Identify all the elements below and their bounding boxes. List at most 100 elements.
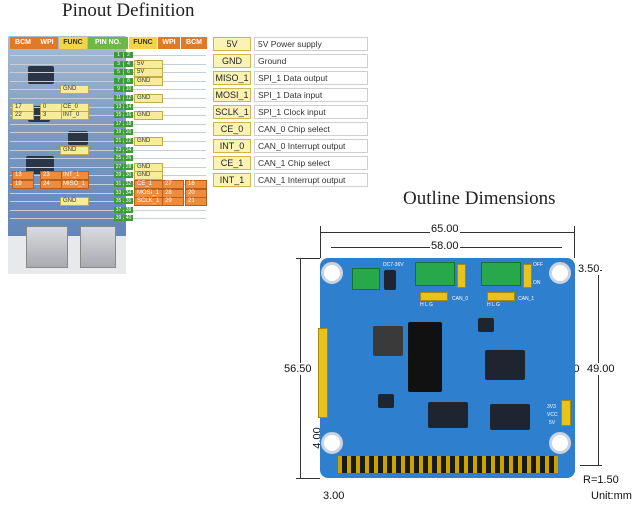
can0-terminal — [415, 262, 455, 286]
pin-func-label: GND — [134, 111, 163, 121]
pin-row-line — [10, 63, 206, 65]
pin-number: 19 — [114, 129, 123, 136]
pin-number: 31 — [114, 181, 123, 187]
pin-number: 40 — [124, 215, 133, 222]
pin-number: 7 — [114, 77, 123, 84]
legend-description: CAN_0 Chip select — [254, 122, 368, 136]
pin-number: 36 — [124, 198, 133, 205]
hdr-pin-no: PIN NO. — [88, 37, 128, 49]
hdr-bcm-right: BCM — [181, 37, 207, 49]
pin-number: 35 — [114, 198, 123, 205]
pin-wpi-number: 0 — [40, 102, 62, 112]
pin-number: 33 — [114, 189, 123, 196]
pin-number: 17 — [114, 120, 123, 127]
pin-func-label: GND — [134, 137, 163, 146]
can0-pin-header — [420, 292, 448, 301]
legend-signal: INT_0 — [213, 139, 251, 153]
mount-hole — [549, 262, 571, 284]
pin-number: 8 — [124, 77, 133, 84]
pin-func-label: SCLK_1 — [134, 197, 163, 207]
pin-row-line — [10, 184, 206, 185]
hdr-bcm: BCM — [10, 37, 36, 49]
legend-signal: INT_1 — [213, 173, 251, 187]
pin-func-label: 5V — [134, 68, 163, 78]
silk-vcc: VCC — [547, 412, 558, 418]
pin-row-line — [10, 201, 206, 203]
silk-hlg-0: H L G — [420, 302, 433, 308]
legend-description: SPI_1 Clock input — [254, 105, 368, 119]
legend-signal: CE_0 — [213, 122, 251, 136]
legend-signal: 5V — [213, 37, 251, 51]
hdr-wpi: WPI — [36, 37, 58, 49]
pin-row-line — [10, 209, 206, 211]
silk-hlg-1: H L G — [487, 302, 500, 308]
dim-58: 58.00 — [430, 240, 460, 252]
pin-wpi-number: 23 — [40, 171, 62, 181]
pin-number: 30 — [124, 172, 133, 179]
pinout-title: Pinout Definition — [62, 0, 195, 21]
pin-func-label: GND — [60, 145, 89, 155]
pin-number: 14 — [124, 103, 133, 110]
pin-number: 3 — [114, 60, 123, 67]
pin-row-line — [10, 141, 206, 142]
pin-row-line — [10, 158, 206, 160]
outline-title: Outline Dimensions — [403, 188, 556, 209]
pin-number: 28 — [124, 163, 133, 170]
ext-right — [574, 226, 575, 258]
legend-description: SPI_1 Data input — [254, 88, 368, 102]
pin-func-label: GND — [60, 85, 89, 95]
spi-pin-header — [318, 328, 328, 418]
pin-number: 38 — [124, 206, 133, 213]
pin-func-label: GND — [134, 76, 163, 86]
pin-number: 18 — [124, 120, 133, 127]
pin-number: 11 — [114, 95, 123, 101]
pin-bcm-number: 20 — [185, 188, 207, 198]
pin-number: 1 — [114, 52, 123, 58]
pin-row-line — [10, 218, 206, 220]
legend-description: CAN_0 Interrupt output — [254, 139, 368, 153]
pin-row-line — [10, 89, 206, 91]
legend-description: 5V Power supply — [254, 37, 368, 51]
hdr-wpi-right: WPI — [158, 37, 180, 49]
legend-signal: MISO_1 — [213, 71, 251, 85]
silk-3v3: 3V3 — [547, 404, 556, 410]
pin-row-line — [10, 106, 206, 108]
can-hat-board — [320, 258, 575, 478]
can1-pin-header — [487, 292, 515, 301]
ext-top-board — [296, 258, 320, 259]
silk-5v: 5V — [549, 420, 556, 426]
pin-number: 16 — [124, 112, 133, 119]
pin-number: 32 — [124, 181, 133, 187]
legend-description: CAN_1 Chip select — [254, 156, 368, 170]
mount-hole — [321, 262, 343, 284]
legend-signal: GND — [213, 54, 251, 68]
pin-row-line — [10, 55, 206, 56]
silk-can0: CAN_0 — [452, 296, 469, 302]
pin-wpi-number: 24 — [40, 180, 62, 189]
mount-hole — [321, 432, 343, 454]
silk-input: DC7-36V — [383, 262, 404, 268]
can1-terminal — [481, 262, 521, 286]
pin-row-line — [10, 132, 206, 134]
regulator — [378, 394, 394, 408]
pin-number: 4 — [124, 60, 133, 67]
board-photo — [8, 36, 126, 274]
inductor — [373, 326, 403, 356]
legend-signal: CE_1 — [213, 156, 251, 170]
hdr-func-right: FUNC — [129, 37, 157, 49]
dim-3-50: 3.50 — [577, 263, 601, 275]
pin-number: 27 — [114, 163, 123, 170]
power-terminal — [352, 268, 380, 290]
mcp2515-chip — [490, 404, 530, 430]
pin-wpi-number: 27 — [162, 180, 184, 189]
legend-description: SPI_1 Data output — [254, 71, 368, 85]
pin-row-line — [10, 80, 206, 82]
pin-number: 26 — [124, 155, 133, 162]
pin-func-label: INT_0 — [60, 111, 89, 121]
pin-func-label: GND — [134, 94, 163, 103]
pin-number: 39 — [114, 215, 123, 222]
pin-wpi-number: 3 — [40, 111, 62, 121]
gpio-header — [338, 456, 558, 473]
pin-number: 15 — [114, 112, 123, 119]
pin-bcm-number: 17 — [12, 102, 34, 112]
